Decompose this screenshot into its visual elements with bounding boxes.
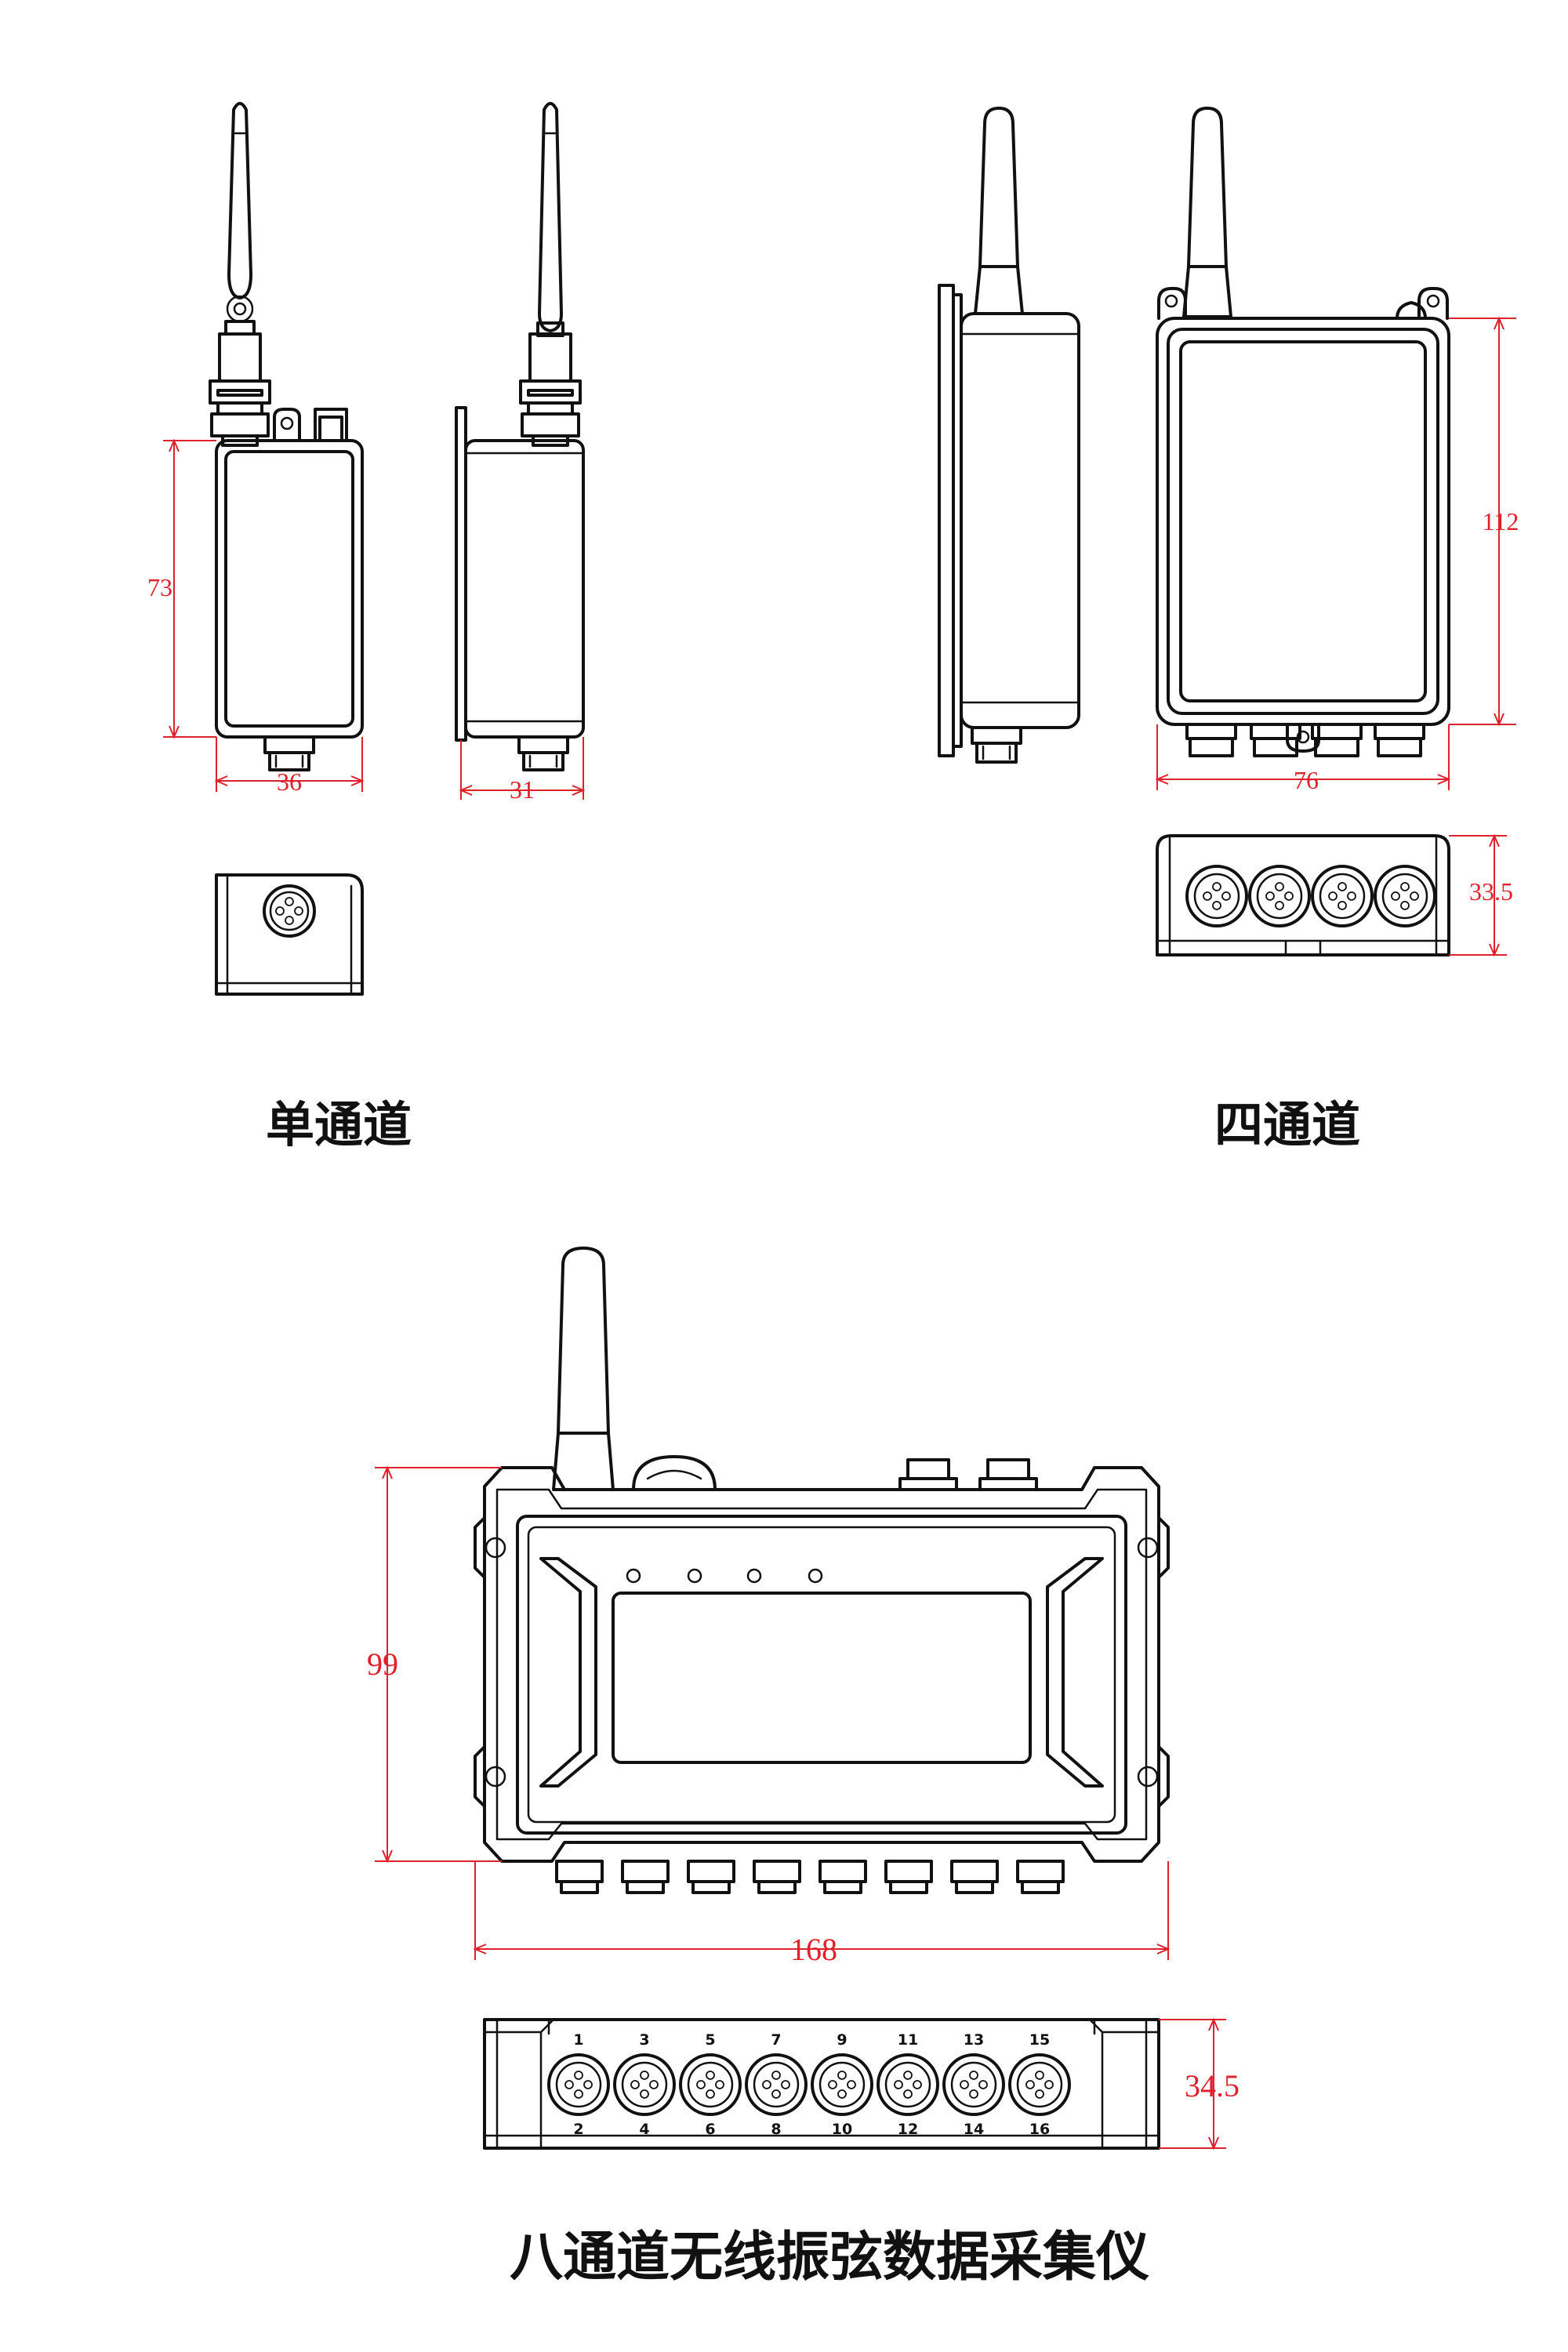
four-side-bottom-connector <box>971 726 1022 764</box>
single-channel-side-view <box>455 102 585 771</box>
dimension-label-four-depth: 33.5 <box>1469 877 1513 906</box>
connector-number-label: 7 <box>771 2031 781 2049</box>
dimension-label-eight-width: 168 <box>790 1932 837 1967</box>
eight-bottom-port-3 <box>679 2053 742 2116</box>
dimension-label-four-width: 76 <box>1294 766 1319 794</box>
eight-front-led-indicators <box>626 1568 823 1584</box>
connector-numbers-top: 1 3 5 7 9 11 13 15 <box>573 2031 1050 2049</box>
eight-bottom-port-8 <box>1008 2053 1071 2116</box>
caption-four-channel: 四通道 <box>1214 1096 1360 1153</box>
dimension-label-single-width: 36 <box>277 768 302 796</box>
dimension-eight-depth <box>1159 2017 1226 2151</box>
dimension-label-single-height: 73 <box>147 573 172 601</box>
eight-bottom-port-5 <box>811 2053 873 2116</box>
four-bottom-port-4 <box>1374 865 1436 927</box>
connector-number-label: 8 <box>771 2121 781 2138</box>
connector-number-label: 4 <box>639 2121 649 2138</box>
eight-bottom-port-4 <box>745 2053 808 2116</box>
four-channel-bottom-view <box>1156 834 1450 956</box>
connector-number-label: 3 <box>639 2031 649 2049</box>
single-front-bottom-connector <box>263 735 315 771</box>
single-side-antenna-connector <box>519 332 582 447</box>
dimension-label-single-depth: 31 <box>510 775 535 804</box>
four-channel-front-view <box>1156 107 1450 757</box>
single-side-bottom-connector <box>517 735 569 771</box>
four-bottom-port-3 <box>1311 865 1374 927</box>
dimension-single-width <box>214 737 365 792</box>
eight-channel-front-view <box>474 1247 1170 1894</box>
caption-single-channel: 单通道 <box>266 1096 412 1153</box>
four-side-body <box>960 312 1080 729</box>
eight-bottom-port-2 <box>613 2053 676 2116</box>
single-channel-front-view <box>209 102 364 771</box>
eight-bottom-port-1 <box>547 2053 610 2116</box>
connector-number-label: 2 <box>573 2121 583 2138</box>
connector-number-label: 14 <box>964 2121 984 2138</box>
four-front-mount-ears <box>1157 287 1449 320</box>
four-front-body <box>1156 317 1450 726</box>
four-front-bottom-connectors <box>1185 723 1425 757</box>
dimension-four-height <box>1449 316 1516 727</box>
dimension-four-width <box>1155 724 1451 790</box>
single-side-body <box>464 439 585 739</box>
connector-number-label: 16 <box>1029 2121 1050 2138</box>
eight-channel-bottom-view: 1 3 5 7 9 11 13 15 2 4 6 8 10 12 14 16 <box>483 2018 1160 2150</box>
connector-numbers-bottom: 2 4 6 8 10 12 14 16 <box>573 2121 1050 2138</box>
dimension-label-eight-depth: 34.5 <box>1185 2068 1240 2103</box>
eight-front-panel <box>516 1515 1127 1835</box>
connector-number-label: 13 <box>964 2031 984 2049</box>
single-front-side-lugs <box>273 408 348 442</box>
eight-front-antenna <box>552 1247 615 1491</box>
dimension-label-eight-height: 99 <box>367 1646 398 1682</box>
connector-number-label: 9 <box>837 2031 847 2049</box>
eight-front-top-connectors <box>898 1458 1038 1491</box>
eight-front-side-mount-holes <box>474 1516 1170 1808</box>
connector-number-label: 5 <box>705 2031 715 2049</box>
connector-number-label: 15 <box>1029 2031 1050 2049</box>
dimension-single-depth <box>459 737 586 800</box>
dimension-label-four-height: 112 <box>1483 507 1519 535</box>
single-channel-bottom-view <box>215 873 364 996</box>
four-channel-side-view <box>938 107 1080 764</box>
eight-front-housing <box>483 1466 1160 1863</box>
eight-front-bottom-connectors <box>555 1860 1065 1894</box>
eight-front-side-ribs <box>539 1557 1104 1788</box>
four-bottom-port-1 <box>1185 865 1248 927</box>
four-side-antenna <box>974 107 1024 315</box>
single-side-antenna <box>536 102 564 337</box>
four-side-mount-flange <box>938 284 963 757</box>
connector-number-label: 11 <box>898 2031 918 2049</box>
eight-front-display-window <box>612 1592 1032 1764</box>
eight-bottom-port-7 <box>942 2053 1005 2116</box>
connector-number-label: 6 <box>705 2121 715 2138</box>
single-front-antenna-connector <box>209 332 271 447</box>
four-bottom-port-2 <box>1248 865 1311 927</box>
eight-front-top-dome <box>632 1455 717 1491</box>
eight-bottom-port-6 <box>877 2053 939 2116</box>
connector-number-label: 10 <box>832 2121 852 2138</box>
single-front-body <box>215 439 364 739</box>
dimension-single-height <box>163 438 216 739</box>
dimension-eight-height <box>375 1465 502 1864</box>
single-front-antenna <box>224 102 256 336</box>
single-side-mount-flange <box>455 406 467 742</box>
dimension-four-depth <box>1449 833 1507 957</box>
connector-number-label: 12 <box>898 2121 918 2138</box>
four-front-antenna <box>1182 107 1232 318</box>
connector-number-label: 1 <box>573 2031 583 2049</box>
caption-eight-channel: 八通道无线振弦数据采集仪 <box>510 2227 1149 2288</box>
dimension-eight-width <box>473 1861 1171 1960</box>
